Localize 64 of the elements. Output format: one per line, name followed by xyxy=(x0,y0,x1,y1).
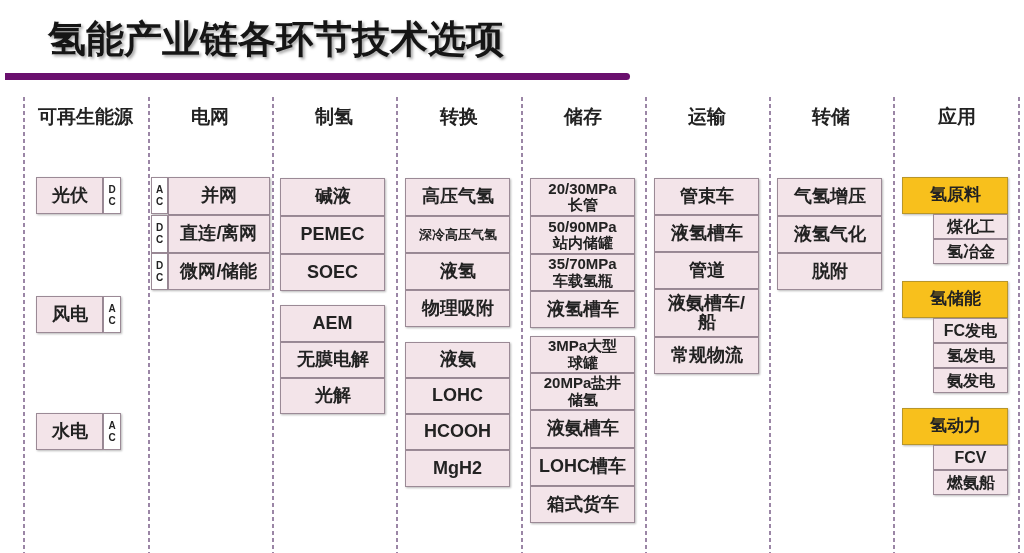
current-type-tag: DC xyxy=(151,215,168,253)
column-heading: 储存 xyxy=(564,105,602,129)
column-heading: 可再生能源 xyxy=(38,105,133,129)
option-box: 燃氨船 xyxy=(933,470,1008,495)
option-box: 50/90MPa站内储罐 xyxy=(530,216,635,254)
option-box: LOHC槽车 xyxy=(530,448,635,486)
column-heading: 运输 xyxy=(688,105,726,129)
option-box: 煤化工 xyxy=(933,214,1008,239)
option-box: HCOOH xyxy=(405,414,510,450)
option-box: 管束车 xyxy=(654,178,759,215)
slide-title: 氢能产业链各环节技术选项 xyxy=(48,17,504,62)
current-type-tag: AC xyxy=(103,296,121,333)
current-type-tag: AC xyxy=(151,177,168,214)
column-band xyxy=(893,97,1020,553)
option-box: 液氨槽车 xyxy=(530,410,635,448)
option-box: FCV xyxy=(933,445,1008,470)
option-box: 常规物流 xyxy=(654,337,759,374)
option-box: PEMEC xyxy=(280,216,385,254)
column-heading: 电网 xyxy=(191,105,229,129)
option-box: 水电 xyxy=(36,413,103,450)
option-box: 光伏 xyxy=(36,177,103,214)
category-box: 氢动力 xyxy=(902,408,1008,445)
column-heading: 应用 xyxy=(937,105,976,129)
category-box: 氢原料 xyxy=(902,177,1008,214)
current-type-tag: AC xyxy=(103,413,121,450)
option-box: 微网/储能 xyxy=(168,253,270,290)
option-box: 脱附 xyxy=(777,253,882,290)
option-box: 液氢 xyxy=(405,253,510,290)
category-box: 氢储能 xyxy=(902,281,1008,318)
option-box: 深冷高压气氢 xyxy=(405,216,510,253)
option-box: 3MPa大型球罐 xyxy=(530,336,635,373)
option-box: 液氨 xyxy=(405,342,510,378)
option-box: 并网 xyxy=(168,177,270,215)
option-box: SOEC xyxy=(280,254,385,291)
option-box: 无膜电解 xyxy=(280,342,385,378)
current-type-tag: DC xyxy=(151,253,168,290)
option-box: 高压气氢 xyxy=(405,178,510,216)
option-box: 直连/离网 xyxy=(168,215,270,253)
column-heading: 制氢 xyxy=(315,105,353,129)
column-heading: 转储 xyxy=(812,105,850,129)
option-box: 光解 xyxy=(280,378,385,414)
option-box: 气氢增压 xyxy=(777,178,882,216)
option-box: 35/70MPa车载氢瓶 xyxy=(530,254,635,291)
option-box: 碱液 xyxy=(280,178,385,216)
column-band xyxy=(148,97,272,553)
current-type-tag: DC xyxy=(103,177,121,214)
option-box: 箱式货车 xyxy=(530,486,635,523)
option-box: 20/30MPa长管 xyxy=(530,178,635,216)
column-heading: 转换 xyxy=(439,105,478,129)
option-box: AEM xyxy=(280,305,385,342)
option-box: 物理吸附 xyxy=(405,290,510,327)
option-box: 氢冶金 xyxy=(933,239,1008,264)
option-box: LOHC xyxy=(405,378,510,414)
option-box: 氢发电 xyxy=(933,343,1008,368)
option-box: 液氨槽车/船 xyxy=(654,289,759,337)
option-box: 20MPa盐井储氢 xyxy=(530,373,635,410)
option-box: 液氢槽车 xyxy=(530,291,635,328)
option-box: 氨发电 xyxy=(933,368,1008,393)
option-box: 液氢气化 xyxy=(777,216,882,253)
option-box: 液氢槽车 xyxy=(654,215,759,252)
option-box: 管道 xyxy=(654,252,759,289)
option-box: 风电 xyxy=(36,296,103,333)
option-box: FC发电 xyxy=(933,318,1008,343)
option-box: MgH2 xyxy=(405,450,510,487)
